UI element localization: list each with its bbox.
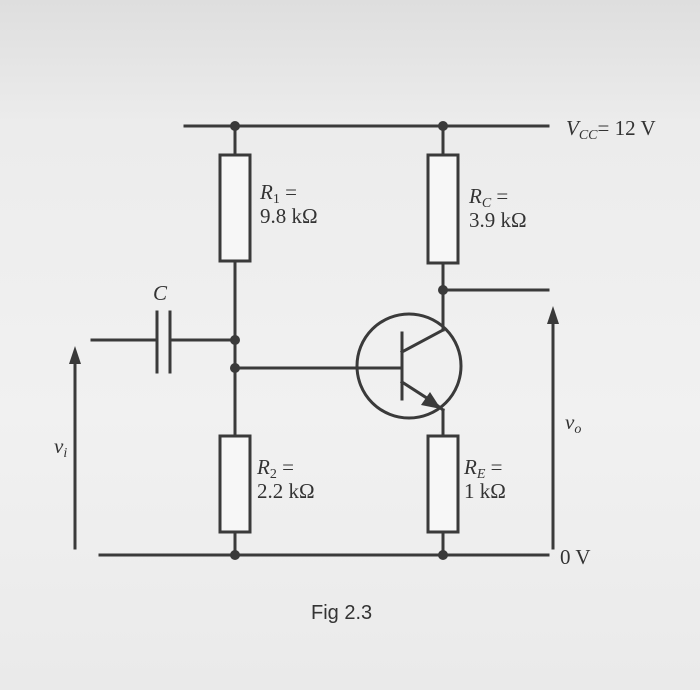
input-subscript: i xyxy=(63,446,68,461)
rc-resistor xyxy=(426,153,460,265)
r1-value: 9.8 kΩ xyxy=(260,204,318,228)
re-subscript: E xyxy=(476,467,486,482)
transistor-collector-lead xyxy=(399,327,446,355)
output-voltage-label: vo xyxy=(565,410,582,437)
rc-value: 3.9 kΩ xyxy=(469,208,527,232)
output-subscript: o xyxy=(574,422,582,437)
junction-dot xyxy=(230,335,240,345)
junction-dot xyxy=(230,363,240,373)
r2-subscript: 2 xyxy=(269,467,277,482)
junction-dot xyxy=(438,121,448,131)
re-equals: = xyxy=(485,455,503,479)
r2-symbol: R xyxy=(257,455,270,479)
re-label: RE = 1 kΩ xyxy=(464,455,506,503)
figure-caption: Fig 2.3 xyxy=(311,602,373,624)
vcc-symbol: V xyxy=(566,116,579,140)
input-symbol: v xyxy=(54,434,64,458)
output-arrow-head-icon xyxy=(547,306,559,324)
r2-equals: = xyxy=(276,455,294,479)
input-arrow-head-icon xyxy=(69,346,81,364)
r2-label: R2 = 2.2 kΩ xyxy=(257,455,315,503)
junction-dot xyxy=(230,121,240,131)
input-voltage-label: vi xyxy=(54,434,68,461)
capacitor-label: C xyxy=(153,281,168,305)
transistor-body xyxy=(355,312,463,420)
ground-label: 0 V xyxy=(560,545,591,569)
emitter-arrow-icon xyxy=(421,392,441,409)
rc-label: RC = 3.9 kΩ xyxy=(469,184,527,232)
r2-resistor xyxy=(218,434,252,534)
junction-dot xyxy=(230,550,240,560)
vcc-label: VCC= 12 V xyxy=(566,116,656,143)
r1-symbol: R xyxy=(260,180,273,204)
rc-symbol: R xyxy=(469,184,482,208)
r2-value: 2.2 kΩ xyxy=(257,479,315,503)
rc-subscript: C xyxy=(481,196,492,211)
vcc-subscript: CC xyxy=(578,128,598,143)
junction-dot xyxy=(438,285,448,295)
re-resistor xyxy=(426,434,460,534)
re-value: 1 kΩ xyxy=(464,479,506,503)
output-symbol: v xyxy=(565,410,575,434)
junction-dot xyxy=(438,550,448,560)
vcc-value: = 12 V xyxy=(597,116,656,140)
r1-subscript: 1 xyxy=(272,192,280,207)
re-symbol: R xyxy=(464,455,477,479)
r1-equals: = xyxy=(279,180,297,204)
r1-label: R1 = 9.8 kΩ xyxy=(260,180,318,228)
rc-equals: = xyxy=(491,184,509,208)
r1-resistor xyxy=(218,153,252,263)
